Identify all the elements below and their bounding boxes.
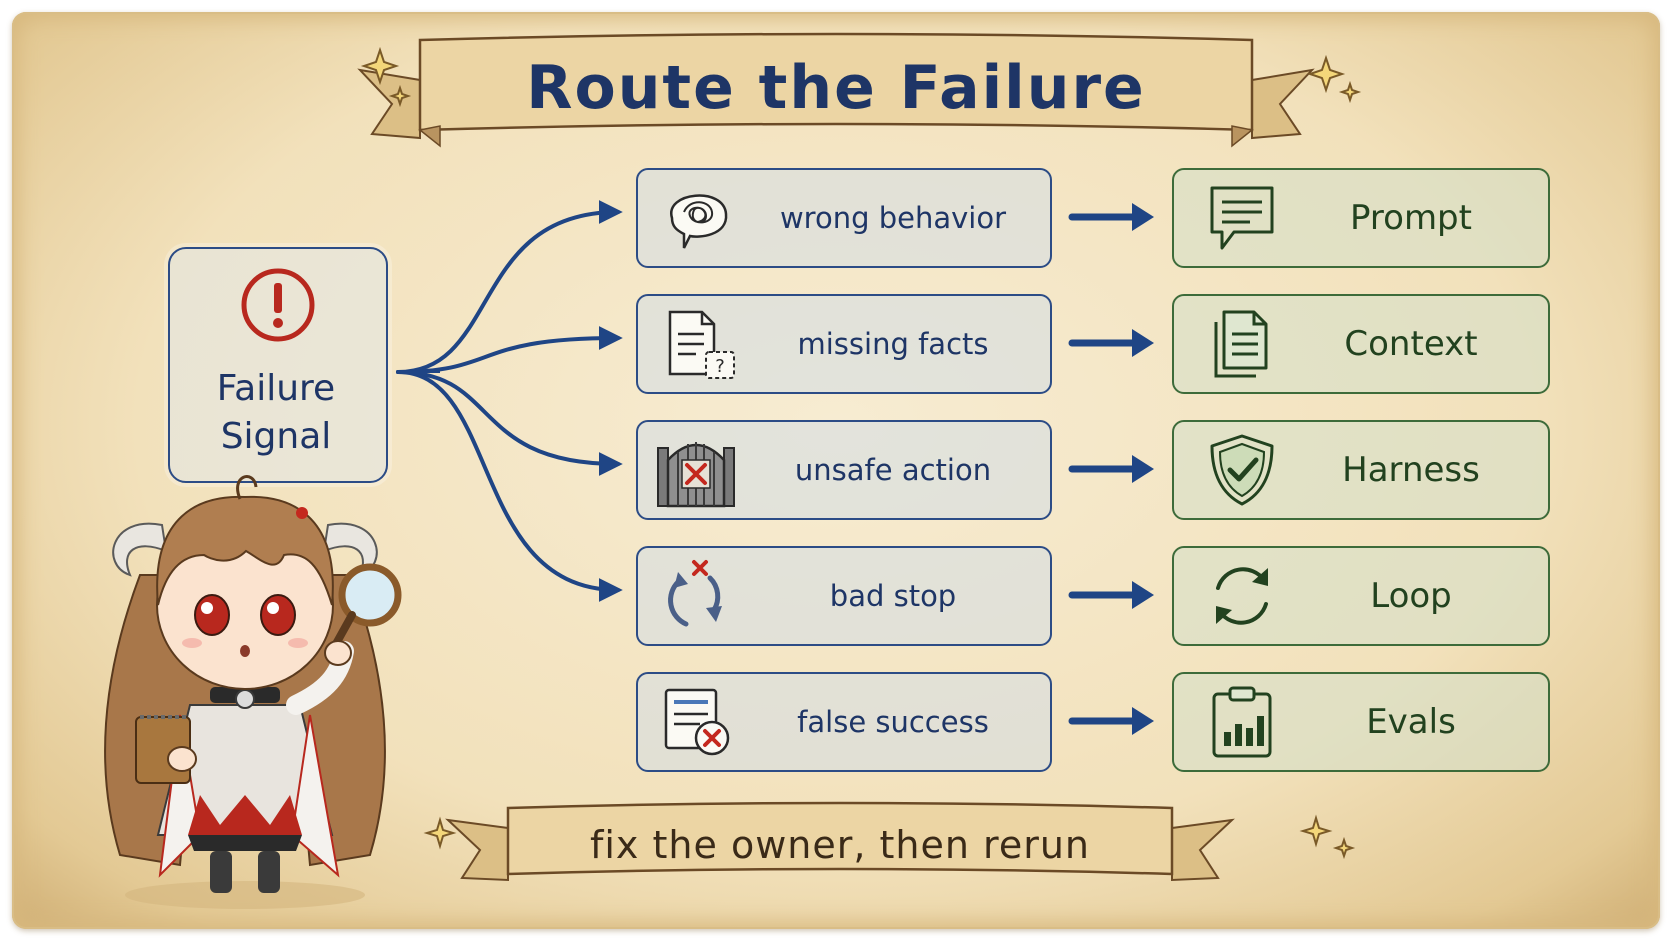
owner-label-context: Context [1344,324,1478,364]
failure-signal-line1: Failure [216,368,336,409]
mascot-illustration [104,475,402,909]
failure-signal-box [168,247,388,483]
owner-label-prompt: Prompt [1350,198,1472,238]
owner-label-loop: Loop [1370,576,1452,616]
owner-label-evals: Evals [1366,702,1456,742]
failure-box-missing-facts: ? missing facts [636,294,1052,394]
alert-icon [241,268,315,342]
failure-label-wrong-behavior: wrong behavior [779,201,1007,235]
title-ribbon [357,32,1315,148]
owner-box-context: Context [1172,294,1550,394]
documents-icon [1214,310,1268,378]
rejected-report-icon [664,688,730,756]
page-title: Route the Failure [526,53,1146,123]
failure-box-unsafe-action: unsafe action [636,420,1052,520]
footer-caption: fix the owner, then rerun [590,823,1090,867]
failure-label-bad-stop: bad stop [829,579,957,613]
missing-document-icon: ? [668,310,735,379]
sparkles [360,46,1362,860]
failure-signal-label: Failure Signal [168,358,384,468]
owner-label-harness: Harness [1342,450,1480,490]
cycle-arrows-icon [1216,567,1268,625]
speech-bubble-icon [1210,186,1274,250]
owner-box-loop: Loop [1172,546,1550,646]
clipboard-chart-icon [1212,686,1272,758]
broken-loop-icon [668,560,722,627]
branch-arrows [396,200,623,602]
owner-arrowheads [1132,203,1154,735]
owner-box-harness: Harness [1172,420,1550,520]
footer-ribbon [445,801,1235,882]
failure-signal-line2: Signal [220,416,332,457]
failure-box-false-success: false success [636,672,1052,772]
shield-check-icon [1210,434,1274,506]
owner-box-prompt: Prompt [1172,168,1550,268]
svg-text:?: ? [715,356,725,377]
tangled-thought-icon [670,194,728,249]
failure-label-unsafe-action: unsafe action [794,453,992,487]
failure-box-wrong-behavior: wrong behavior [636,168,1052,268]
failure-label-missing-facts: missing facts [797,327,989,361]
blocked-gate-icon [657,442,735,508]
failure-box-bad-stop: bad stop [636,546,1052,646]
owner-box-evals: Evals [1172,672,1550,772]
owner-arrows [1068,213,1142,725]
failure-label-false-success: false success [797,705,989,739]
